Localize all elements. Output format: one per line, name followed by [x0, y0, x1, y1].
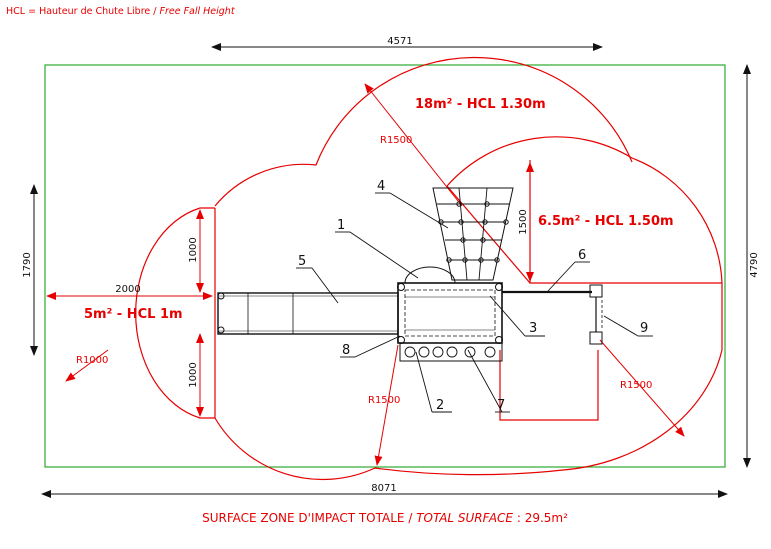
dim-tower-height: 1500	[518, 209, 529, 234]
zone-label-top: 18m² - HCL 1.30m	[415, 97, 546, 112]
callout-1: 1	[337, 218, 345, 233]
dim-left-arm: 2000	[115, 284, 140, 295]
radius-label-left: R1000	[76, 355, 108, 366]
impact-zone-outline	[135, 56, 723, 481]
dim-right-height: 4790	[749, 252, 760, 277]
callout-leaders	[296, 192, 653, 413]
callout-2: 2	[436, 398, 444, 413]
radius-label-right: R1500	[620, 380, 652, 391]
equipment-layout	[217, 187, 603, 362]
legend-text: HCL = Hauteur de Chute Libre / Free Fall…	[6, 6, 236, 17]
dim-left-height: 1790	[22, 252, 33, 277]
callout-7: 7	[497, 398, 505, 413]
dim-upper-gap: 1000	[188, 237, 199, 262]
zone-dimension-lines	[46, 83, 685, 466]
callout-3: 3	[529, 321, 537, 336]
dimension-lines	[30, 43, 751, 498]
radius-label-bottom: R1500	[368, 395, 400, 406]
zone-label-left: 5m² - HCL 1m	[84, 307, 183, 322]
dim-top-width: 4571	[387, 36, 412, 47]
zone-label-right: 6.5m² - HCL 1.50m	[538, 214, 674, 229]
callout-8: 8	[342, 343, 350, 358]
dim-lower-gap: 1000	[188, 362, 199, 387]
callout-9: 9	[640, 321, 648, 336]
callout-5: 5	[298, 254, 306, 269]
site-boundary	[44, 64, 726, 468]
dim-bottom-width: 8071	[371, 483, 396, 494]
radius-label-top: R1500	[380, 135, 412, 146]
callout-6: 6	[578, 248, 586, 263]
total-surface-caption: SURFACE ZONE D'IMPACT TOTALE / TOTAL SUR…	[202, 511, 568, 525]
callout-4: 4	[377, 179, 385, 194]
